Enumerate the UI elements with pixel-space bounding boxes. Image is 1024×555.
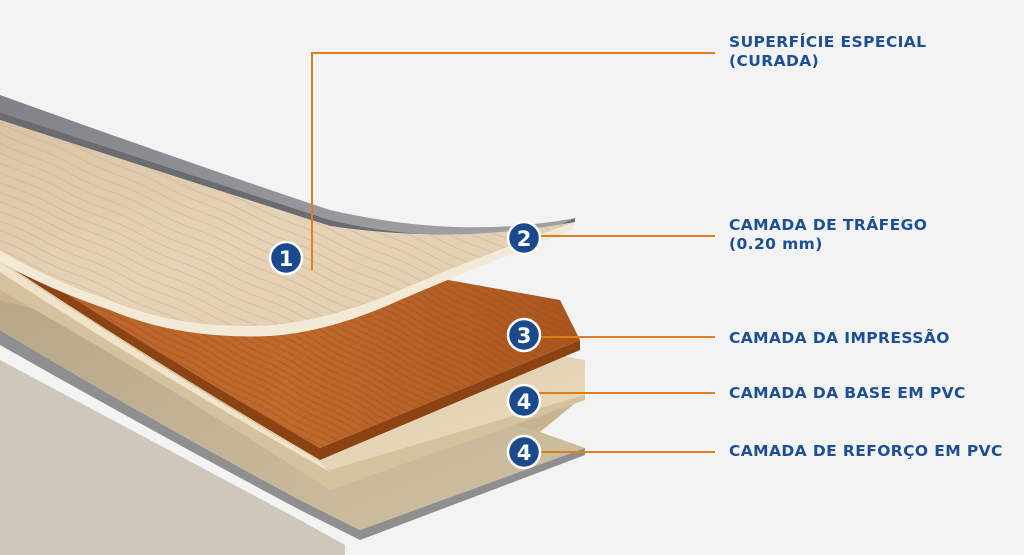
svg-text:1: 1 (279, 247, 294, 271)
svg-text:4: 4 (517, 441, 532, 465)
badge-4: 4 (506, 383, 542, 419)
label-print-layer: CAMADA DA IMPRESSÃO (729, 329, 950, 348)
layer-wear (0, 95, 575, 236)
label-line: (CURADA) (729, 52, 820, 70)
badge-5: 4 (506, 434, 542, 470)
badge-2: 2 (506, 220, 542, 256)
label-line: CAMADA DE REFORÇO EM PVC (729, 442, 1003, 460)
label-line: CAMADA DE TRÁFEGO (729, 216, 928, 234)
label-reinforcement-pvc: CAMADA DE REFORÇO EM PVC (729, 442, 1003, 461)
svg-text:3: 3 (517, 324, 532, 348)
label-line: CAMADA DA BASE EM PVC (729, 384, 966, 402)
label-line: CAMADA DA IMPRESSÃO (729, 329, 950, 347)
badge-3: 3 (506, 317, 542, 353)
leader-lines (311, 52, 715, 453)
layer-special-surface (0, 120, 575, 337)
label-line: (0.20 mm) (729, 235, 823, 253)
svg-text:4: 4 (517, 390, 532, 414)
label-special-surface: SUPERFÍCIE ESPECIAL (CURADA) (729, 33, 926, 71)
badge-1: 1 (268, 240, 304, 276)
leader-line-1 (311, 52, 715, 270)
label-line: SUPERFÍCIE ESPECIAL (729, 33, 927, 51)
svg-text:2: 2 (517, 227, 532, 251)
label-wear-layer: CAMADA DE TRÁFEGO (0.20 mm) (729, 216, 927, 254)
label-base-pvc: CAMADA DA BASE EM PVC (729, 384, 966, 403)
